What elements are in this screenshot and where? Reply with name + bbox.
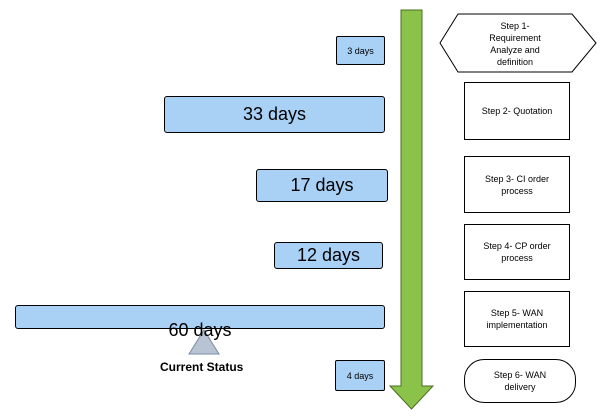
step-1-hexagon [439, 13, 597, 73]
duration-step-1: 3 days [336, 36, 385, 65]
step-3-label: Step 3- CI order process [484, 173, 550, 196]
duration-step-2-label: 33 days [242, 104, 307, 124]
duration-step-1-label: 3 days [347, 45, 374, 56]
duration-step-2: 33 days [164, 96, 385, 133]
duration-step-6: 4 days [335, 360, 385, 391]
step-4-box: Step 4- CP order process [464, 224, 570, 280]
duration-step-5-label: 60 days [168, 319, 232, 340]
step-5-label: Step 5- WAN implementation [486, 308, 548, 330]
step-2-box: Step 2- Quotation [464, 82, 570, 140]
duration-step-3: 17 days [256, 169, 388, 202]
step-4-label: Step 4- CP order process [483, 241, 551, 263]
step-2-label: Step 2- Quotation [481, 106, 553, 116]
current-status-label: Current Status [160, 360, 244, 374]
step-5-box: Step 5- WAN implementation [464, 291, 570, 347]
current-status-marker [188, 329, 220, 355]
step-1-label: Step 1- Requirement Analyze and definiti… [489, 21, 541, 67]
step-6-box: Step 6- WAN delivery [464, 359, 576, 403]
duration-step-4: 12 days [274, 242, 383, 269]
duration-step-5: 60 days [15, 305, 385, 340]
duration-step-6-label: 4 days [346, 370, 374, 381]
duration-step-4-label: 12 days [296, 245, 361, 265]
step-6-label: Step 6- WAN delivery [493, 370, 547, 392]
timeline-arrow [388, 9, 435, 410]
duration-step-3-label: 17 days [290, 175, 354, 195]
step-3-box: Step 3- CI order process [464, 156, 570, 213]
